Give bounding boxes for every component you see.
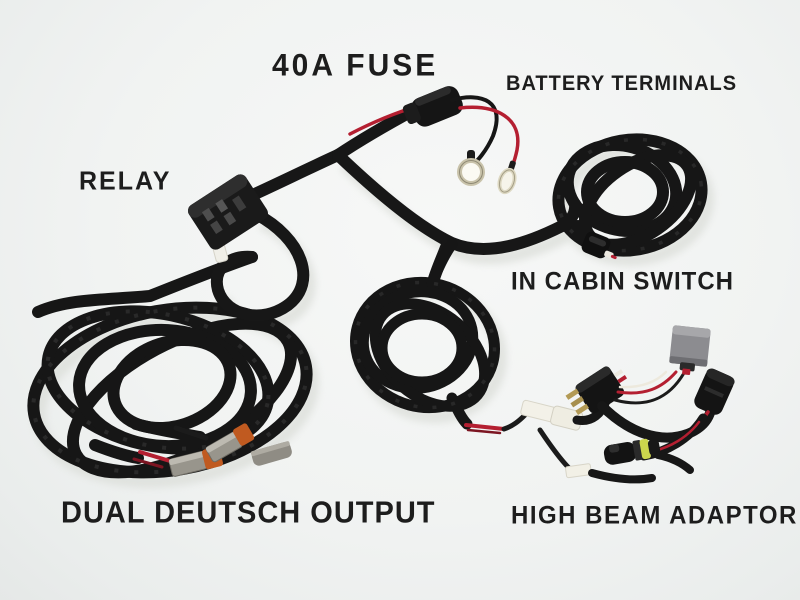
- h4-plug-connector: [565, 366, 628, 415]
- h4-socket-connector: [669, 325, 711, 376]
- label-dual-deutsch-output: DUAL DEUTSCH OUTPUT: [61, 496, 436, 530]
- label-relay: RELAY: [79, 166, 172, 196]
- deutsch-connector-2: [205, 423, 255, 463]
- ring-terminal-1: [457, 150, 485, 186]
- label-40a-fuse: 40A FUSE: [272, 48, 439, 83]
- middle-cable-coil: [350, 238, 500, 430]
- white-spade-connector: [565, 463, 592, 479]
- superseal-connector: [603, 438, 661, 465]
- in-cabin-switch: [581, 231, 617, 260]
- in-cabin-coil-sheen: [556, 137, 704, 253]
- label-in-cabin-switch: IN CABIN SWITCH: [511, 267, 734, 296]
- middle-coil-sheen: [353, 280, 497, 410]
- superseal-cable: [654, 451, 694, 474]
- spade-cable: [588, 469, 656, 484]
- ring-terminal-2: [497, 160, 517, 195]
- white-t-connector: [520, 399, 584, 431]
- output-coil-sheen: [31, 305, 309, 475]
- relay-connector: [188, 174, 268, 250]
- spade-lead: [537, 427, 572, 471]
- switch-red-lead: [464, 412, 528, 435]
- label-battery-terminals: BATTERY TERMINALS: [506, 72, 738, 96]
- fuse-holder: [402, 86, 463, 127]
- label-high-beam-adaptor: HIGH BEAM ADAPTOR: [511, 501, 798, 530]
- beam-plug-connector: [694, 368, 735, 415]
- battery-black-lead: [450, 95, 499, 168]
- deutsch-sleeve: [250, 441, 292, 466]
- deutsch-red-leads: [132, 425, 209, 469]
- adaptor-wires: [613, 370, 686, 405]
